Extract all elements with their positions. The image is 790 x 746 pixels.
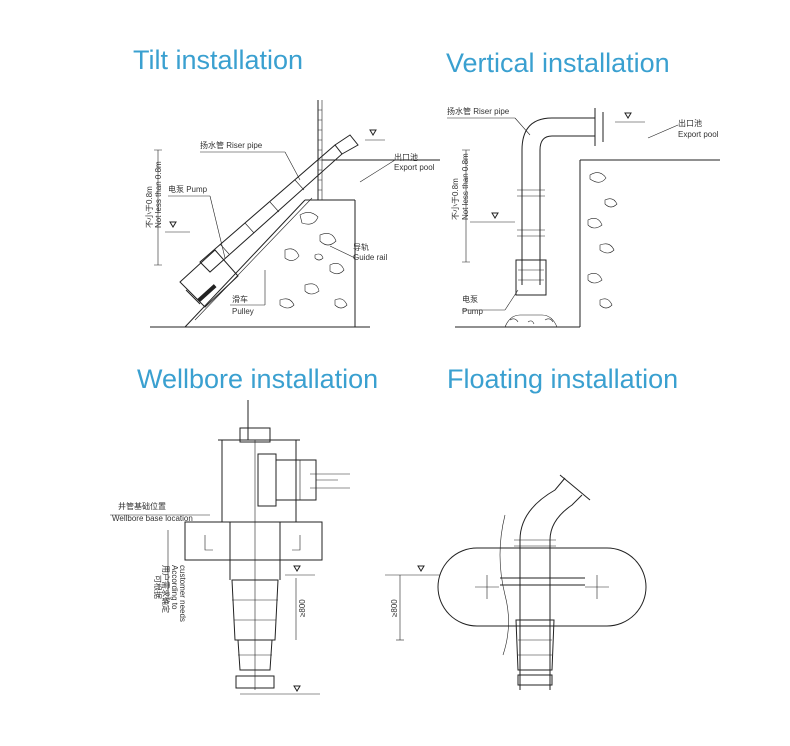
tilt-diagram: 不小于0.8m Not less than 0.8m 扬水管 Riser pip…	[145, 100, 440, 328]
wellbore-custom-cn: 可根据	[153, 575, 163, 599]
wellbore-base-cn: 井管基础位置	[118, 501, 166, 511]
vertical-depth-en: Not less than 0.8m	[461, 153, 470, 220]
tilt-guide-rail-en: Guide rail	[353, 253, 387, 262]
floating-installation-title: Floating installation	[447, 364, 679, 394]
tilt-export-pool-en: Export pool	[394, 163, 435, 172]
tilt-guide-rail-cn: 导轨	[353, 242, 369, 252]
vertical-depth-cn: 不小于0.8m	[451, 178, 460, 220]
vertical-installation-title: Vertical installation	[446, 48, 670, 78]
tilt-depth-cn: 不小于0.8m	[145, 186, 154, 228]
tilt-export-pool-cn: 出口池	[394, 152, 418, 162]
wellbore-custom-cn2: 用户需求确定	[161, 565, 171, 613]
vertical-pump-cn: 电泵	[462, 294, 478, 304]
vertical-pump-en: Pump	[462, 307, 483, 316]
vertical-export-pool-cn: 出口池	[678, 118, 702, 128]
floating-diagram: ≥800	[385, 474, 647, 690]
tilt-pulley-en: Pulley	[232, 307, 254, 316]
tilt-pump-label: 电泵 Pump	[168, 184, 208, 194]
wellbore-depth-label: ≥800	[298, 599, 307, 617]
vertical-diagram: 不小于0.8m Not less than 0.8m 扬水管 Riser pip…	[447, 106, 720, 328]
wellbore-custom-en: According to	[170, 565, 179, 610]
wellbore-installation-title: Wellbore installation	[137, 364, 379, 394]
wellbore-diagram: ≥800 井管基础位置 Wellbore base location 可根据 用…	[110, 400, 350, 695]
vertical-riser-pipe-label: 扬水管 Riser pipe	[447, 106, 510, 116]
tilt-installation-title: Tilt installation	[133, 45, 304, 75]
tilt-riser-pipe-label: 扬水管 Riser pipe	[200, 140, 263, 150]
wellbore-custom-en2: customer needs	[178, 565, 187, 622]
tilt-pulley-cn: 滑车	[232, 294, 248, 304]
wellbore-base-en: Wellbore base location	[112, 514, 193, 523]
vertical-export-pool-en: Export pool	[678, 130, 719, 139]
tilt-depth-en: Not less than 0.8m	[154, 161, 163, 228]
floating-depth-label: ≥800	[390, 599, 399, 617]
